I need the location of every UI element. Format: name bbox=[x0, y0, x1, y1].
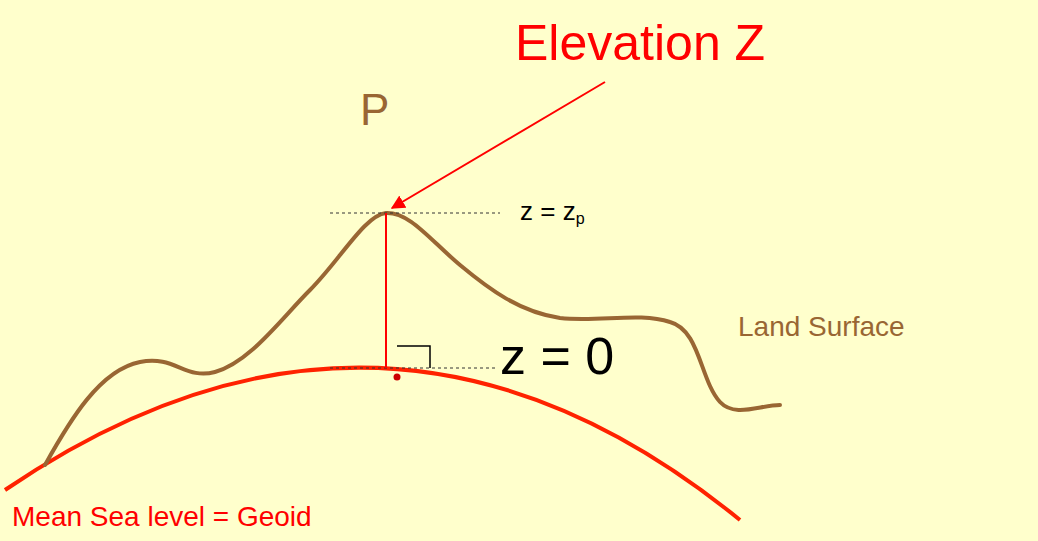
datum-value: z = 0 bbox=[500, 330, 614, 382]
leader-arrow bbox=[392, 82, 605, 208]
point-label: P bbox=[360, 88, 389, 132]
callout-title: Elevation Z bbox=[515, 16, 765, 71]
land-surface-line bbox=[45, 213, 780, 465]
datum-label: Mean Sea level = Geoid bbox=[12, 500, 312, 534]
right-angle-mark bbox=[397, 346, 430, 368]
surface-label: Land Surface bbox=[738, 310, 905, 344]
reference-dashed-line bbox=[330, 213, 500, 214]
elevation-value: z = zp bbox=[520, 196, 585, 227]
elevation-line bbox=[385, 213, 387, 368]
geoid-arc bbox=[5, 368, 740, 520]
reference-dashed-line bbox=[330, 368, 495, 369]
dot-marker bbox=[394, 374, 401, 381]
